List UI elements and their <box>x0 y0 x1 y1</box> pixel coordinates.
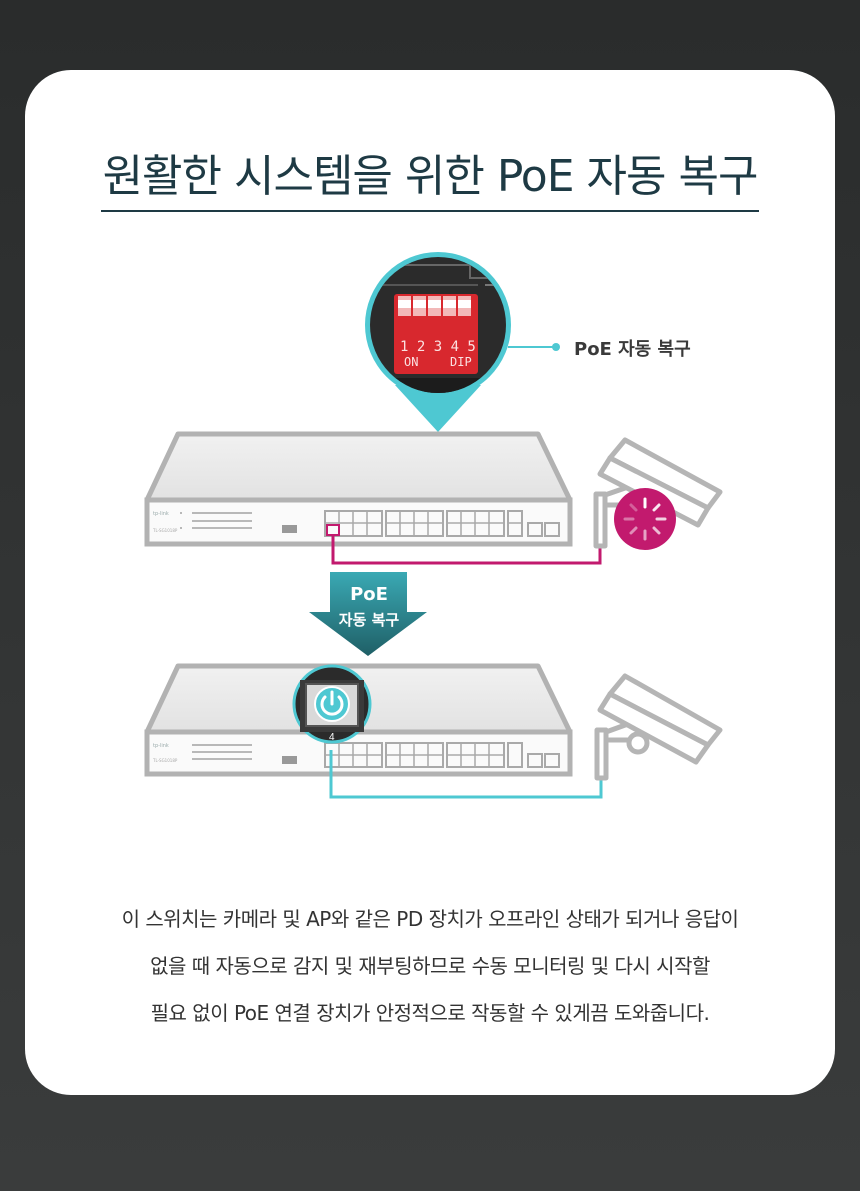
top-switch: tp-link TL-SG1018P <box>144 431 573 547</box>
loading-spinner-icon <box>614 488 676 550</box>
svg-text:TL-SG1018P: TL-SG1018P <box>152 758 178 763</box>
page-title: 원활한 시스템을 위한 PoE 자동 복구 <box>0 140 860 212</box>
description-line: 없을 때 자동으로 감지 및 재부팅하므로 수동 모니터링 및 다시 시작할 <box>150 954 710 978</box>
power-restart-icon: 4 <box>292 664 372 744</box>
zoom-bubble: 1 2 3 4 5 ON DIP <box>365 252 560 432</box>
arrow-label-poe: PoE <box>350 584 388 605</box>
arrow-label-recovery: 자동 복구 <box>338 611 400 629</box>
poe-recovery-arrow <box>309 572 427 656</box>
svg-text:tp-link: tp-link <box>153 511 169 517</box>
description-line: 이 스위치는 카메라 및 AP와 같은 PD 장치가 오프라인 상태가 되거나 … <box>121 907 739 931</box>
dip-on-label: ON <box>404 355 418 369</box>
description-line: 필요 없이 PoE 연결 장치가 안정적으로 작동할 수 있게끔 도와줍니다. <box>150 1001 710 1025</box>
svg-text:tp-link: tp-link <box>153 743 169 749</box>
description: 이 스위치는 카메라 및 AP와 같은 PD 장치가 오프라인 상태가 되거나 … <box>0 896 860 1037</box>
content-card <box>25 70 835 1095</box>
camera-icon <box>594 673 723 781</box>
svg-text:TL-SG1018P: TL-SG1018P <box>152 528 178 533</box>
dip-dip-label: DIP <box>450 355 472 369</box>
callout-label: PoE 자동 복구 <box>574 339 691 360</box>
port-number: 4 <box>329 732 335 743</box>
dip-numbers: 1 2 3 4 5 <box>400 339 476 355</box>
